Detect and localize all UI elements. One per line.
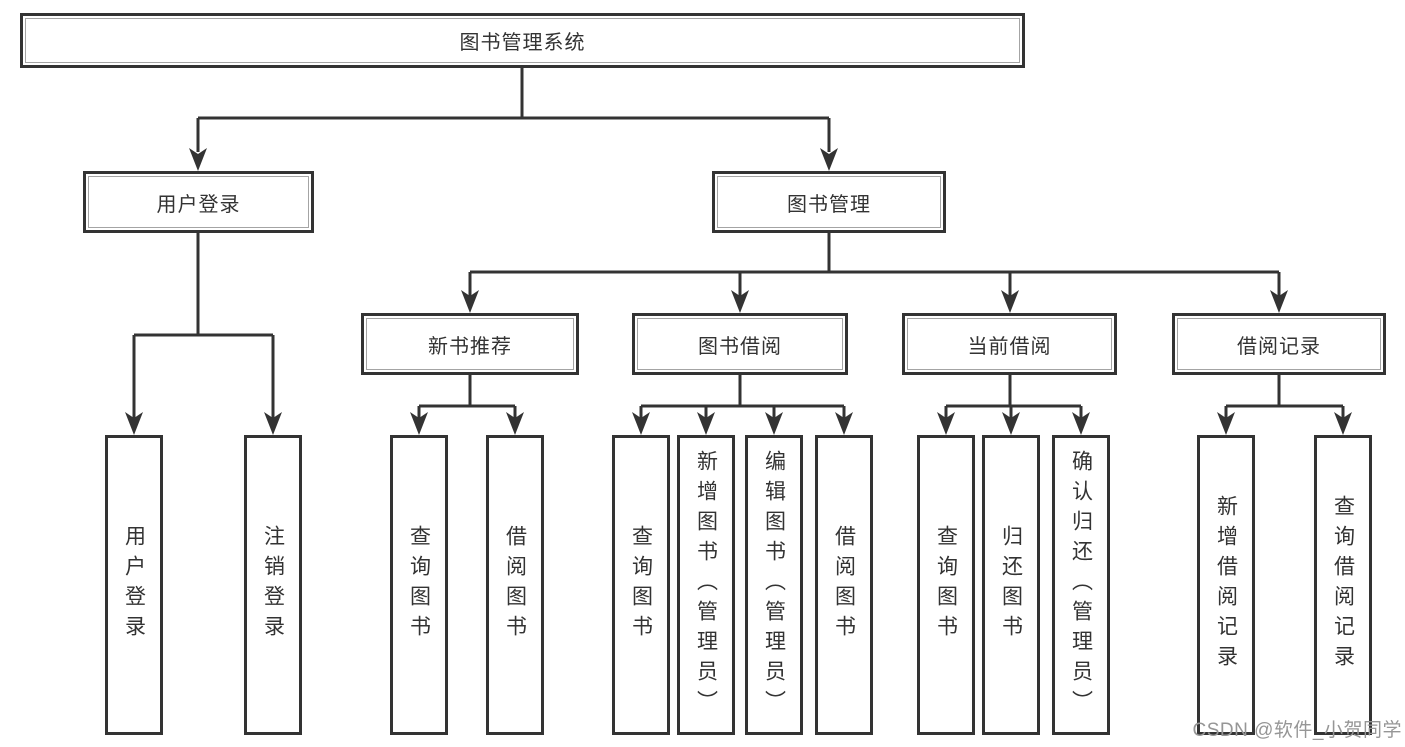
node-root-label: 图书管理系统: [459, 32, 586, 54]
node-book-management: 图书管理: [712, 171, 946, 233]
leaf-query-books-borrowing: 查询图书: [612, 435, 670, 735]
node-new-book-recommend-label: 新书推荐: [428, 335, 512, 358]
leaf-add-book-admin: 新增图书（管理员）: [677, 435, 735, 735]
connector-borrow-records-to-leaves: [1217, 375, 1352, 435]
node-current-borrowing: 当前借阅: [902, 313, 1117, 375]
node-new-book-recommend: 新书推荐: [361, 313, 579, 375]
leaf-edit-book-admin-label: 编辑图书（管理员）: [762, 450, 786, 720]
leaf-add-book-admin-label: 新增图书（管理员）: [694, 450, 718, 720]
leaf-query-books-current: 查询图书: [917, 435, 975, 735]
node-borrowing-records: 借阅记录: [1172, 313, 1386, 375]
node-root: 图书管理系统: [20, 13, 1025, 68]
leaf-query-books-borrowing-label: 查询图书: [629, 525, 653, 645]
leaf-return-books-label: 归还图书: [999, 525, 1023, 645]
leaf-edit-book-admin: 编辑图书（管理员）: [745, 435, 803, 735]
leaf-borrow-books-recommend-label: 借阅图书: [503, 525, 527, 645]
node-book-borrowing-label: 图书借阅: [698, 335, 782, 358]
leaf-confirm-return-admin-label: 确认归还（管理员）: [1069, 450, 1093, 720]
node-current-borrowing-label: 当前借阅: [967, 335, 1052, 358]
leaf-user-login-label: 用户登录: [122, 525, 146, 645]
leaf-query-books-recommend-label: 查询图书: [407, 525, 431, 645]
leaf-logout-label: 注销登录: [261, 525, 285, 645]
node-user-login-label: 用户登录: [156, 193, 241, 216]
leaf-return-books: 归还图书: [982, 435, 1040, 735]
leaf-borrow-books-borrowing: 借阅图书: [815, 435, 873, 735]
leaf-query-books-recommend: 查询图书: [390, 435, 448, 735]
connector-user-login-to-leaves: [125, 233, 282, 435]
leaf-confirm-return-admin: 确认归还（管理员）: [1052, 435, 1110, 735]
leaf-borrow-books-recommend: 借阅图书: [486, 435, 544, 735]
connector-new-book-to-leaves: [410, 375, 524, 435]
connector-root-to-level2: [189, 68, 838, 171]
leaf-user-login: 用户登录: [105, 435, 163, 735]
leaf-query-books-current-label: 查询图书: [934, 525, 958, 645]
node-borrowing-records-label: 借阅记录: [1237, 335, 1321, 358]
connector-current-borrow-to-leaves: [937, 375, 1090, 435]
node-book-borrowing: 图书借阅: [632, 313, 848, 375]
csdn-watermark: CSDN @软件_小贺同学: [1192, 720, 1402, 741]
connector-book-borrow-to-leaves: [632, 375, 853, 435]
leaf-query-borrow-record-label: 查询借阅记录: [1331, 495, 1355, 675]
leaf-add-borrow-record-label: 新增借阅记录: [1214, 495, 1238, 675]
leaf-logout: 注销登录: [244, 435, 302, 735]
leaf-query-borrow-record: 查询借阅记录: [1314, 435, 1372, 735]
node-user-login: 用户登录: [83, 171, 314, 233]
leaf-borrow-books-borrowing-label: 借阅图书: [832, 525, 856, 645]
leaf-add-borrow-record: 新增借阅记录: [1197, 435, 1255, 735]
connector-book-mgmt-to-level3: [461, 233, 1288, 313]
node-book-management-label: 图书管理: [787, 193, 871, 216]
